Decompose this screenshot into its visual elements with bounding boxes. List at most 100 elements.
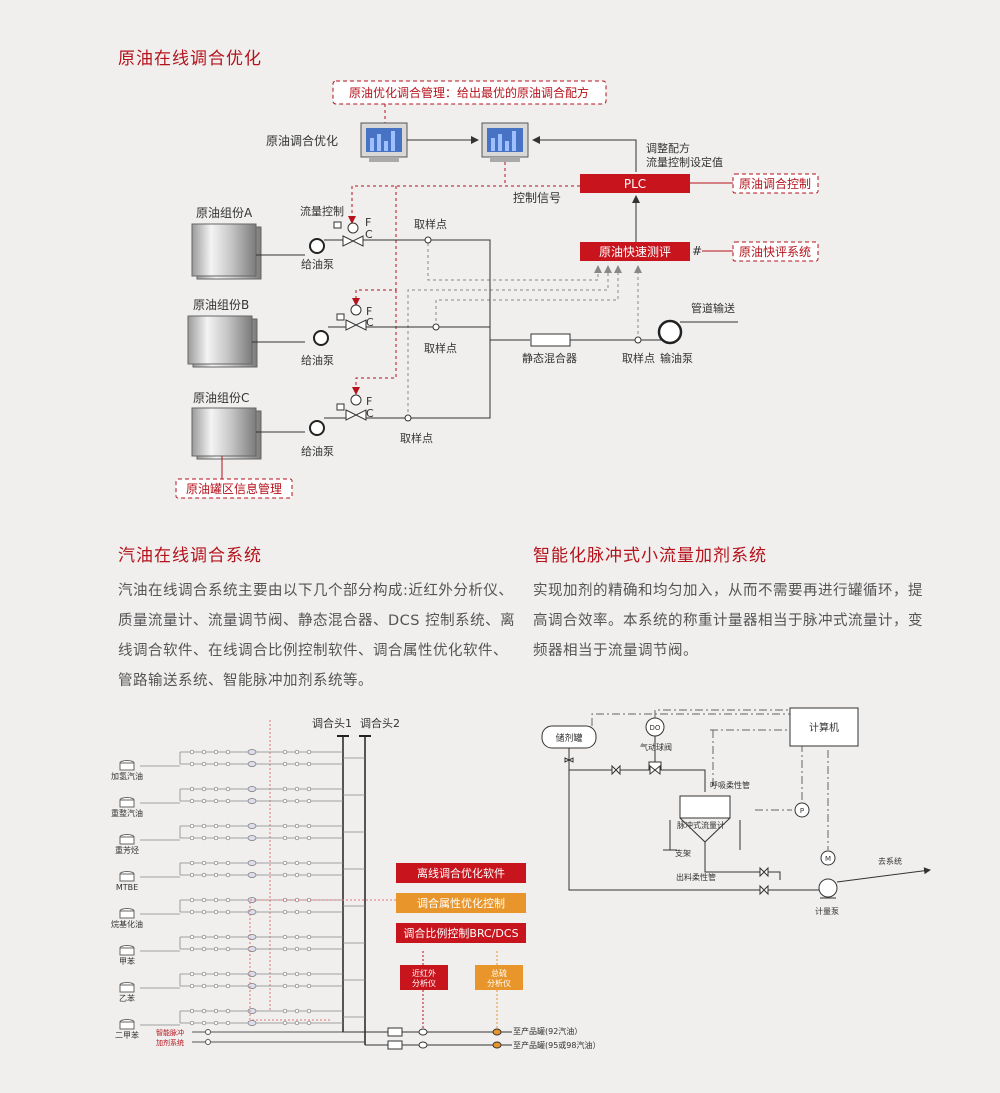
component-label: 甲苯: [119, 956, 135, 966]
svg-text:取样点: 取样点: [622, 351, 655, 365]
component-label: 烷基化油: [111, 919, 143, 929]
component-tank-icon: [119, 1019, 135, 1030]
svg-text:呼吸柔性管: 呼吸柔性管: [710, 780, 750, 790]
svg-text:流量控制: 流量控制: [300, 204, 344, 218]
svg-text:F: F: [366, 395, 372, 408]
pulse-meter: [679, 795, 731, 819]
pump-icon: [309, 420, 325, 436]
flow-control-valve-icon: [336, 304, 367, 331]
sample-point: [634, 336, 642, 344]
svg-text:调合头2: 调合头2: [360, 716, 400, 730]
svg-text:计量泵: 计量泵: [815, 906, 839, 916]
svg-text:原油快速测评: 原油快速测评: [599, 245, 671, 259]
svg-text:计算机: 计算机: [809, 721, 839, 734]
tank-icon: [191, 407, 262, 460]
fast-eval-box: [580, 242, 690, 261]
flow-control-valve-icon: [336, 394, 367, 421]
component-tank-icon: [119, 908, 135, 919]
component-tank-icon: [119, 982, 135, 993]
svg-text:DO: DO: [650, 724, 661, 732]
offline-software-box: [396, 863, 526, 883]
section-title-gasoline: 汽油在线调合系统: [118, 546, 262, 566]
sample-point: [424, 236, 432, 244]
fast-eval-note-box: [732, 241, 819, 262]
component-label: 乙苯: [119, 993, 135, 1003]
svg-text:静态混合器: 静态混合器: [522, 351, 577, 365]
svg-text:支架: 支架: [675, 848, 691, 858]
svg-text:取样点: 取样点: [414, 217, 447, 231]
svg-text:原油组份B: 原油组份B: [193, 298, 249, 312]
mgmt-note-text: 原油优化调合管理：给出最优的原油调合配方: [349, 85, 589, 100]
svg-text:给油泵: 给油泵: [301, 257, 334, 271]
tank-icon: [187, 315, 258, 368]
svg-text:分析仪: 分析仪: [412, 978, 436, 988]
svg-text:PLC: PLC: [624, 177, 646, 191]
component-tank-icon: [119, 871, 135, 882]
svg-text:M: M: [825, 855, 831, 863]
plc-box: [580, 174, 690, 193]
svg-text:原油罐区信息管理: 原油罐区信息管理: [186, 481, 282, 496]
component-feed-lines: [140, 749, 365, 1026]
svg-text:至产品罐(92汽油）: 至产品罐(92汽油）: [513, 1026, 582, 1036]
svg-text:C: C: [366, 407, 374, 420]
component-tank-icon: [119, 797, 135, 808]
component-label: 重整汽油: [111, 808, 143, 818]
svg-text:调合比例控制BRC/DCS: 调合比例控制BRC/DCS: [403, 926, 518, 940]
component-tank-icon: [119, 834, 135, 845]
pressure-instrument: [794, 802, 810, 818]
svg-text:取样点: 取样点: [424, 341, 457, 355]
section-title-additive: 智能化脉冲式小流量加剂系统: [533, 546, 767, 566]
component-tank-icon: [119, 945, 135, 956]
svg-text:调合头1: 调合头1: [312, 716, 352, 730]
property-control-box: [396, 893, 526, 913]
svg-text:原油组份C: 原油组份C: [193, 391, 249, 405]
component-tank-icon: [119, 760, 135, 771]
motor-instrument: [820, 850, 836, 866]
metering-pump-icon: [818, 878, 838, 898]
svg-text:C: C: [366, 316, 374, 329]
component-label: 重芳烃: [115, 845, 139, 855]
svg-text:出料柔性管: 出料柔性管: [676, 872, 716, 882]
svg-text:调整配方: 调整配方: [646, 141, 690, 155]
mgmt-note-box: [332, 80, 607, 105]
tank-mgmt-box: [175, 478, 293, 499]
additive-description: 实现加剂的精确和均匀加入，从而不需要再进行罐循环，提高调合效率。本系统的称重计量…: [533, 583, 923, 659]
svg-text:总硫: 总硫: [491, 968, 507, 978]
svg-text:F: F: [366, 305, 372, 318]
svg-text:原油组份A: 原油组份A: [196, 206, 253, 220]
svg-text:储剂罐: 储剂罐: [555, 732, 582, 744]
component-label: 加氢汽油: [111, 771, 143, 781]
svg-text:去系统: 去系统: [878, 856, 902, 866]
component-label: 二甲苯: [115, 1030, 139, 1040]
svg-text:离线调合优化软件: 离线调合优化软件: [417, 866, 505, 880]
nir-analyzer-box: [400, 965, 448, 990]
svg-text:给油泵: 给油泵: [301, 444, 334, 458]
svg-text:管道输送: 管道输送: [691, 301, 735, 315]
svg-text:调合属性优化控制: 调合属性优化控制: [417, 896, 505, 910]
section-title-crude: 原油在线调合优化: [118, 49, 262, 69]
monitor-icon: [360, 122, 408, 162]
svg-text:P: P: [800, 807, 804, 815]
control-signal-label: 控制信号: [513, 191, 561, 205]
transfer-pump-icon: [657, 319, 683, 345]
svg-text:原油快评系统: 原油快评系统: [739, 245, 811, 259]
plc-note-box: [732, 173, 819, 194]
additive-system-diagram: 储剂罐 DO 气动球阀 计算机 呼吸柔性管 脉冲式流量计 支架 出料柔性管 P …: [541, 707, 931, 916]
svg-text:分析仪: 分析仪: [487, 978, 511, 988]
flow-control-valve-icon: [333, 221, 364, 247]
component-label: MTBE: [116, 883, 138, 892]
monitor-icon: [481, 122, 529, 162]
svg-text:输油泵: 输油泵: [660, 351, 693, 365]
svg-text:至产品罐(95或98汽油）: 至产品罐(95或98汽油）: [513, 1040, 600, 1050]
svg-text:近红外: 近红外: [412, 968, 436, 978]
svg-text:加剂系统: 加剂系统: [156, 1038, 184, 1047]
pump-icon: [313, 330, 329, 346]
sample-point: [432, 323, 440, 331]
ratio-control-box: [396, 923, 526, 943]
opt-label: 原油调合优化: [266, 133, 338, 148]
static-mixer: [530, 333, 571, 347]
svg-text:气动球阀: 气动球阀: [640, 742, 672, 752]
gasoline-description: 汽油在线调合系统主要由以下几个部分构成:近红外分析仪、质量流量计、流量调节阀、静…: [118, 583, 516, 689]
crude-blending-diagram: 原油优化调合管理：给出最优的原油调合配方 原油调合优化 调整配方 流量控制设定值…: [175, 80, 819, 499]
